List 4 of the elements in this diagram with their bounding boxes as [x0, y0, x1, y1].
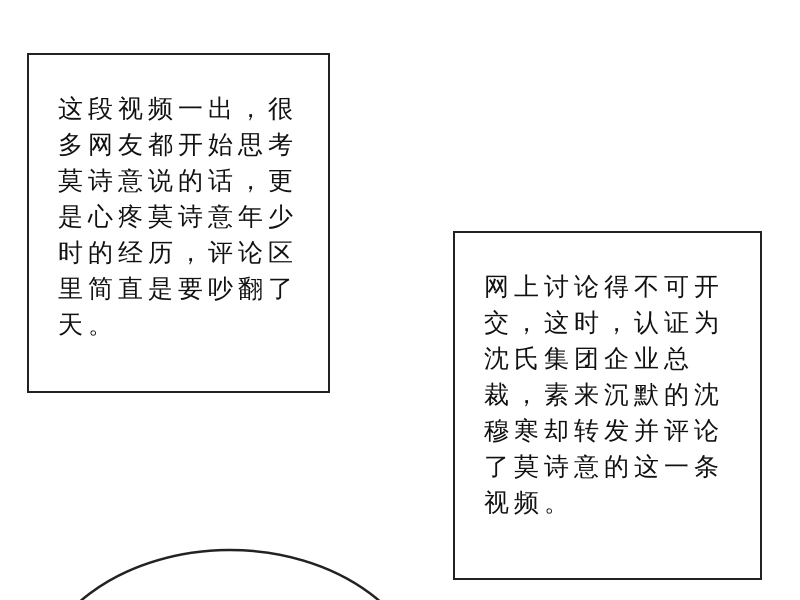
narration-text: 这段视频一出，很多网友都开始思考莫诗意说的话，更是心疼莫诗意年少时的经历，评论区里简直是要吵翻了天。 — [58, 93, 299, 341]
narration-text: 网上讨论得不可开交，这时，认证为沈氏集团企业总裁，素来沉默的沈穆寒却转发并评论了莫诗意的这一条视频。 — [484, 271, 725, 519]
narration-box — [453, 231, 762, 580]
narration-box — [27, 53, 330, 393]
